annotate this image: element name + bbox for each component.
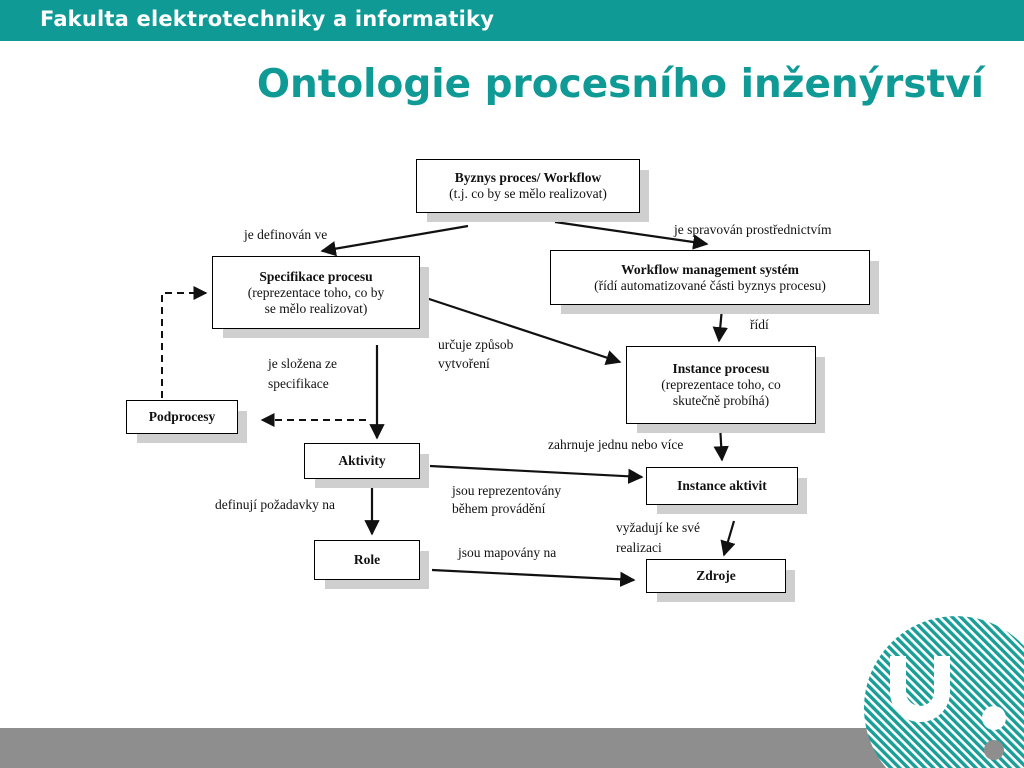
box-zdroje: Zdroje [646,559,786,593]
label-je-definovan-ve: je definován ve [244,227,328,242]
box-title: Workflow management systém [621,261,799,277]
label-je-spravovan: je spravován prostřednictvím [674,222,832,237]
label-vyzaduji-2: realizaci [616,540,662,555]
box-aktivity: Aktivity [304,443,420,479]
box-workflow-management: Workflow management systém (řídí automat… [550,250,870,305]
arrow-wms-to-instance [712,307,728,343]
label-reprezentovany-1: jsou reprezentovány [452,483,562,498]
box-title: Zdroje [696,568,736,583]
slide-title: Ontologie procesního inženýrství [256,62,984,107]
box-title: Aktivity [338,453,386,468]
box-title: Instance aktivit [677,478,767,493]
arrow-spec-to-instance [419,294,622,365]
label-mapovany: jsou mapovány na [458,545,557,560]
arrow-workflow-to-wms [554,220,709,250]
label-urcuje-2: vytvoření [438,356,490,371]
arrow-aktivity-to-instance-aktivit [429,464,644,484]
box-byznys-proces: Byznys proces/ Workflow (t.j. co by se m… [416,159,640,213]
box-specifikace-procesu: Specifikace procesu (reprezentace toho, … [212,256,420,329]
arrow-instance-aktivit-to-zdroje [720,520,736,557]
arrow-workflow-to-spec [320,224,469,257]
box-subtitle: skutečně probíhá) [672,393,770,408]
arrow-role-to-zdroje [431,568,636,588]
label-je-slozena-1: je složena ze [268,356,337,371]
box-title: Specifikace procesu [259,268,373,284]
box-subtitle: (reprezentace toho, co by [247,284,385,300]
box-title: Podprocesy [148,409,216,424]
box-subtitle: (reprezentace toho, co [661,377,781,392]
faculty-name: Fakulta elektrotechniky a informatiky [40,7,495,31]
box-role: Role [314,540,420,580]
box-instance-procesu: Instance procesu (reprezentace toho, co … [626,346,816,424]
label-ridi: řídí [750,317,769,332]
box-title: Byznys proces/ Workflow [454,170,602,185]
university-logo-icon [864,616,1024,768]
header-bar: Fakulta elektrotechniky a informatiky [0,0,1024,41]
dashed-podprocesy-to-spec [161,286,208,398]
box-subtitle: se mělo realizovat) [264,300,368,316]
label-zahrnuje: zahrnuje jednu nebo více [548,437,684,452]
label-reprezentovany-2: během provádění [452,501,546,516]
footer-bar [0,728,1024,768]
label-definuji-pozadavky: definují požadavky na [215,497,335,512]
box-instance-aktivit: Instance aktivit [646,467,798,505]
label-urcuje-1: určuje způsob [438,337,514,352]
box-title: Role [353,552,381,567]
box-podprocesy: Podprocesy [126,400,238,434]
box-title: Instance procesu [672,361,770,376]
box-subtitle: (řídí automatizované části byznys proces… [594,277,826,293]
label-je-slozena-2: specifikace [268,376,329,391]
box-subtitle: (t.j. co by se mělo realizovat) [449,186,607,201]
label-vyzaduji-1: vyžadují ke své [616,520,700,535]
arrow-instance-to-instance-aktivit [713,424,729,462]
